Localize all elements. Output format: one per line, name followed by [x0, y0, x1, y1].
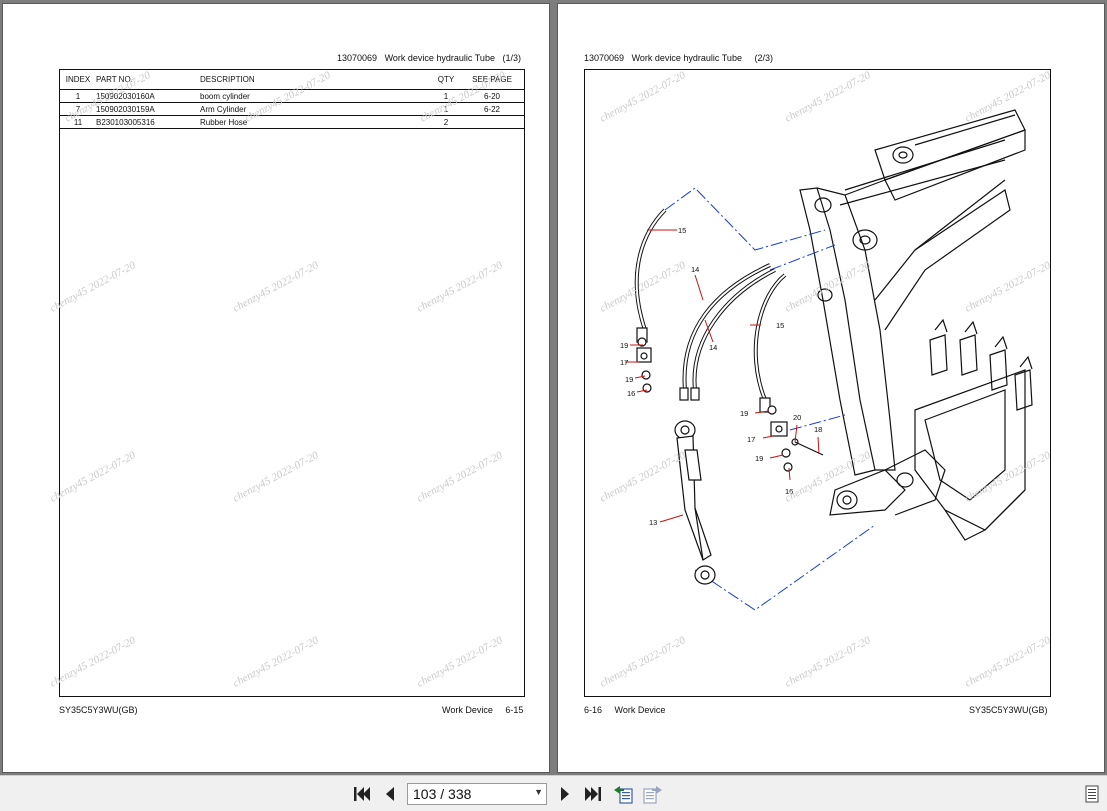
forward-view-icon — [643, 786, 662, 804]
left-header: 13070069 Work device hydraulic Tube (1/3… — [337, 53, 521, 63]
go-back-view-button[interactable] — [612, 785, 634, 804]
row-qty: 1 — [432, 102, 460, 116]
page-layout-button[interactable] — [1083, 785, 1101, 803]
table-row: 7 150902030159A Arm Cylinder 1 6-22 — [60, 102, 524, 116]
left-footer-section: Work Device 6-15 — [442, 705, 523, 715]
left-header-code: 13070069 — [337, 53, 378, 63]
next-page-icon — [561, 787, 569, 801]
back-view-icon — [614, 786, 633, 804]
chevron-down-icon[interactable]: ▼ — [534, 787, 543, 797]
hoses-inner — [635, 209, 786, 401]
callout-label: 18 — [814, 425, 822, 434]
row-description: Rubber Hose — [200, 115, 432, 129]
hoses — [634, 208, 787, 401]
row-description: Arm Cylinder — [200, 102, 432, 116]
right-header-page: (2/3) — [754, 53, 773, 63]
left-footer-section-label: Work Device — [442, 705, 493, 715]
row-qty: 1 — [432, 89, 460, 103]
callout-label: 15 — [678, 226, 686, 235]
callout-label: 16 — [627, 389, 635, 398]
left-footer-model: SY35C5Y3WU(GB) — [59, 705, 138, 715]
callout-label: 17 — [620, 358, 628, 367]
row-see-page: 6-20 — [460, 89, 524, 103]
row-part-no: 150902030159A — [96, 102, 200, 116]
prev-page-button[interactable] — [381, 785, 399, 803]
exploded-diagram-frame: 15 14 14 15 19 17 19 16 19 20 18 17 19 1… — [584, 69, 1051, 697]
first-page-button[interactable] — [351, 785, 373, 803]
callout-label: 19 — [755, 454, 763, 463]
callout-labels: 15 14 14 15 19 17 19 16 19 20 18 17 19 1… — [620, 226, 822, 527]
go-forward-view-button[interactable] — [642, 785, 664, 804]
right-footer-page: 6-16 — [584, 705, 603, 715]
parts-table-header: INDEX PART NO. DESCRIPTION QTY SEE PAGE — [60, 70, 524, 90]
callout-label: 20 — [793, 413, 801, 422]
exploded-parts-diagram: 15 14 14 15 19 17 19 16 19 20 18 17 19 1… — [620, 109, 1033, 611]
right-footer-left: 6-16 Work Device — [584, 705, 665, 715]
prev-page-icon — [386, 787, 394, 801]
callout-leaders — [625, 229, 820, 523]
col-part-no: PART NO. — [96, 70, 200, 90]
callout-label: 19 — [620, 341, 628, 350]
row-index: 7 — [60, 102, 96, 116]
col-qty: QTY — [432, 70, 460, 90]
left-header-page: (1/3) — [502, 53, 521, 63]
left-footer-page: 6-15 — [505, 705, 524, 715]
page-indicator-text: 103 / 338 — [413, 786, 472, 802]
last-page-button[interactable] — [582, 785, 604, 803]
page-number-input[interactable]: 103 / 338 ▼ — [407, 783, 547, 805]
arm-cylinder-13 — [674, 420, 716, 585]
right-header-title: Work device hydraulic Tube — [631, 53, 742, 63]
left-header-title: Work device hydraulic Tube — [384, 53, 495, 63]
parts-table: INDEX PART NO. DESCRIPTION QTY SEE PAGE … — [60, 70, 524, 129]
row-see-page — [460, 115, 524, 129]
callout-label: 15 — [776, 321, 784, 330]
fittings — [636, 327, 824, 472]
callout-label: 16 — [785, 487, 793, 496]
page-layout-icon — [1085, 785, 1099, 803]
row-see-page: 6-22 — [460, 102, 524, 116]
callout-label: 19 — [740, 409, 748, 418]
col-see-page: SEE PAGE — [460, 70, 524, 90]
right-footer-section: Work Device — [614, 705, 666, 715]
next-page-button[interactable] — [556, 785, 574, 803]
table-row: 11 B230103005316 Rubber Hose 2 — [60, 115, 524, 129]
row-index: 1 — [60, 89, 96, 103]
callout-label: 14 — [691, 265, 699, 274]
navigation-toolbar: 103 / 338 ▼ — [0, 775, 1107, 811]
col-description: DESCRIPTION — [200, 70, 432, 90]
phantom-lines — [664, 187, 876, 611]
page-right: 13070069 Work device hydraulic Tube (2/3… — [557, 3, 1105, 773]
right-footer-model: SY35C5Y3WU(GB) — [969, 705, 1048, 715]
col-index: INDEX — [60, 70, 96, 90]
callout-label: 13 — [649, 518, 657, 527]
table-row: 1 150902030160A boom cylinder 1 6-20 — [60, 89, 524, 103]
document-viewport[interactable]: 13070069 Work device hydraulic Tube (1/3… — [0, 0, 1107, 775]
row-part-no: 150902030160A — [96, 89, 200, 103]
row-qty: 2 — [432, 115, 460, 129]
parts-list-frame: INDEX PART NO. DESCRIPTION QTY SEE PAGE … — [59, 69, 525, 697]
page-left: 13070069 Work device hydraulic Tube (1/3… — [2, 3, 550, 773]
row-part-no: B230103005316 — [96, 115, 200, 129]
right-header-code: 13070069 — [584, 53, 625, 63]
callout-label: 19 — [625, 375, 633, 384]
callout-label: 14 — [709, 343, 717, 352]
callout-label: 17 — [747, 435, 755, 444]
row-index: 11 — [60, 115, 96, 129]
excavator-arm-drawing — [799, 109, 1033, 541]
row-description: boom cylinder — [200, 89, 432, 103]
last-page-icon — [585, 787, 601, 801]
first-page-icon — [354, 787, 370, 801]
right-header: 13070069 Work device hydraulic Tube (2/3… — [584, 53, 773, 63]
